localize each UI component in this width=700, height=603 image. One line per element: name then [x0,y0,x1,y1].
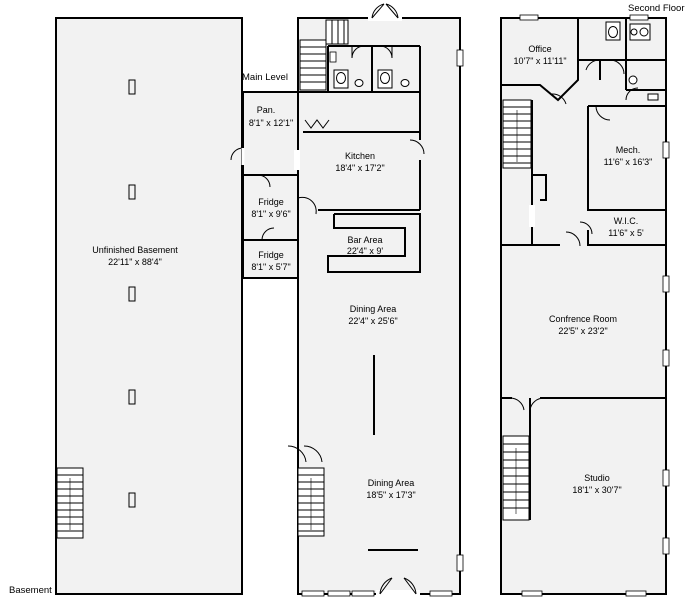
window [521,590,543,597]
wic-wall [587,230,666,246]
door-swing [579,221,593,235]
basement-column [128,492,136,508]
room-size-bar-area: 22'4" x 9' [347,246,383,256]
basement-column [128,79,136,95]
room-name-dining-area-1: Dining Area [350,304,397,314]
window [662,141,670,159]
room-name-studio: Studio [584,473,610,483]
room-size-dining-area-2: 18'5" x 17'3" [366,490,415,500]
restroom-fixtures [329,51,410,89]
window [327,590,351,597]
bar-counter [327,213,421,273]
level-label-basement: Basement [9,585,52,596]
window [662,537,670,555]
window [456,554,464,572]
window [662,275,670,293]
door-swing [257,174,271,188]
door-swing [287,445,307,463]
door-swing [625,87,639,101]
room-size-kitchen: 18'4" x 17'2" [335,163,384,173]
door-swing [529,397,545,411]
second-floor-plan: Second Floor Office 10'7" x 11'11" Mech.… [500,3,685,597]
basement-floor [56,18,242,594]
level-label-main: Main Level [242,72,288,83]
room-name-kitchen: Kitchen [345,151,375,161]
room-size-unfinished-basement: 22'11" x 88'4" [108,257,162,267]
hall-closet [532,174,547,201]
basement-column [128,286,136,302]
room-name-bar-area: Bar Area [347,235,382,245]
basement-column [128,389,136,405]
room-size-pantry: 8'1" x 12'1" [249,118,293,128]
basement-plan: Unfinished Basement 22'11" x 88'4" Basem… [9,17,243,596]
basement-stairs [56,467,84,539]
room-size-wic: 11'6" x 5' [608,228,644,238]
door-swing [303,445,323,463]
door-swing [609,59,625,75]
main-top-entry-door [368,3,402,21]
door-swing [297,196,317,215]
door-swing [585,59,601,71]
room-name-dining-area-2: Dining Area [368,478,415,488]
room-name-conference-room: Confrence Room [549,314,617,324]
basement-outline [55,17,243,595]
window [351,590,375,597]
bath-fixtures [605,21,659,101]
room-name-fridge-1: Fridge [258,197,284,207]
window [625,590,647,597]
window [456,49,464,67]
room-name-fridge-2: Fridge [258,250,284,260]
doorway [294,150,300,170]
window [629,14,649,21]
door-swing [565,231,581,247]
second-outline [500,17,667,595]
window [301,590,325,597]
room-name-wic: W.I.C. [614,216,639,226]
window [662,469,670,487]
door-swing [509,397,525,411]
office-wall [501,60,579,102]
main-stairs-bottom [297,467,325,537]
level-label-second: Second Floor [628,3,685,14]
door-swing [409,139,425,155]
door-swing [551,93,567,105]
room-name-pantry: Pan. [257,105,276,115]
room-size-fridge-1: 8'1" x 9'6" [251,209,290,219]
room-size-dining-area-1: 22'4" x 25'6" [348,316,397,326]
mech-wall [587,106,666,211]
second-stairs-bottom [502,435,530,521]
door-swing [595,105,611,121]
room-name-unfinished-basement: Unfinished Basement [92,245,178,255]
room-name-office: Office [528,44,551,54]
room-size-studio: 18'1" x 30'7" [572,485,621,495]
room-size-mech: 11'6" x 16'3" [604,157,653,167]
door-swing [261,227,275,241]
window [662,349,670,367]
basement-column [128,184,136,200]
main-side-floor [243,92,298,278]
room-size-office: 10'7" x 11'11" [513,56,566,66]
main-stairs-top [299,19,349,91]
main-level-plan: Main Level Pan. 8'1" x 12'1" Kitchen 18'… [230,3,464,598]
doorway [529,205,535,227]
kitchen-counter [304,119,330,129]
main-side-rooms-outline [242,91,298,279]
main-bottom-entry-door [376,577,420,598]
room-size-conference-room: 22'5" x 23'2" [558,326,607,336]
window [429,590,453,597]
main-floor [298,18,460,594]
window [519,14,539,21]
room-size-fridge-2: 8'1" x 5'7" [251,262,290,272]
second-stairs-top [502,99,532,169]
room-name-mech: Mech. [616,145,641,155]
